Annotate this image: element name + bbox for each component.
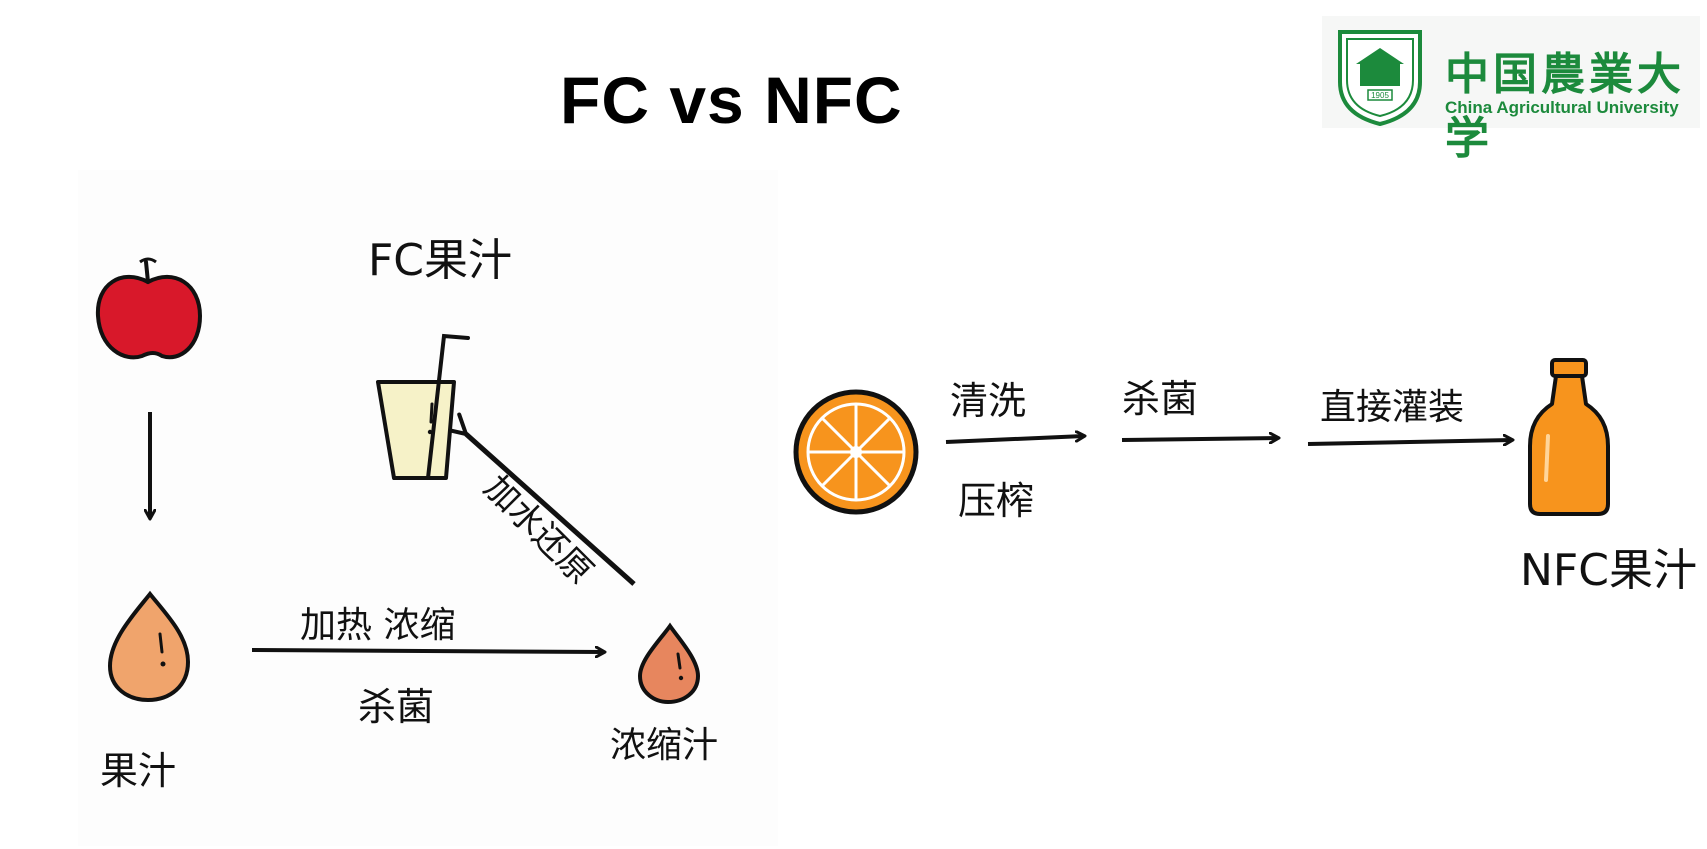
wash-label: 清洗	[950, 379, 1027, 423]
university-name-en: China Agricultural University	[1445, 98, 1679, 117]
page-title: FC vs NFC	[560, 63, 903, 137]
fc-juice-label: FC果汁	[368, 235, 513, 286]
apple-icon	[95, 257, 203, 360]
fc-process-panel	[78, 170, 778, 846]
press-label: 压榨	[958, 479, 1035, 523]
concentrate-arrow	[251, 650, 604, 652]
reconstitute-arrow	[443, 412, 636, 586]
orange-slice-icon	[793, 389, 919, 515]
nfc-sterilize-label: 杀菌	[1122, 377, 1199, 421]
nfc-juice-label: NFC果汁	[1520, 545, 1697, 596]
juice-drop-icon	[107, 590, 191, 703]
fill-label: 直接灌装	[1320, 387, 1465, 428]
sterilize-arrow	[1121, 438, 1278, 440]
concentrate-label: 浓缩汁	[610, 725, 719, 766]
fc-juice-glass-icon	[376, 333, 470, 480]
fill-arrow	[1307, 440, 1512, 444]
wash-press-arrow	[945, 436, 1084, 444]
university-name-cn: 中国農業大学	[1445, 49, 1685, 164]
nfc-bottle-icon	[1528, 358, 1610, 516]
juice-label: 果汁	[100, 749, 177, 793]
concentrate-drop-icon	[637, 622, 701, 705]
heat-concentrate-label: 加热 浓缩	[300, 605, 456, 646]
fc-sterilize-label: 杀菌	[358, 685, 435, 729]
seal-year: 1905	[1371, 91, 1389, 100]
